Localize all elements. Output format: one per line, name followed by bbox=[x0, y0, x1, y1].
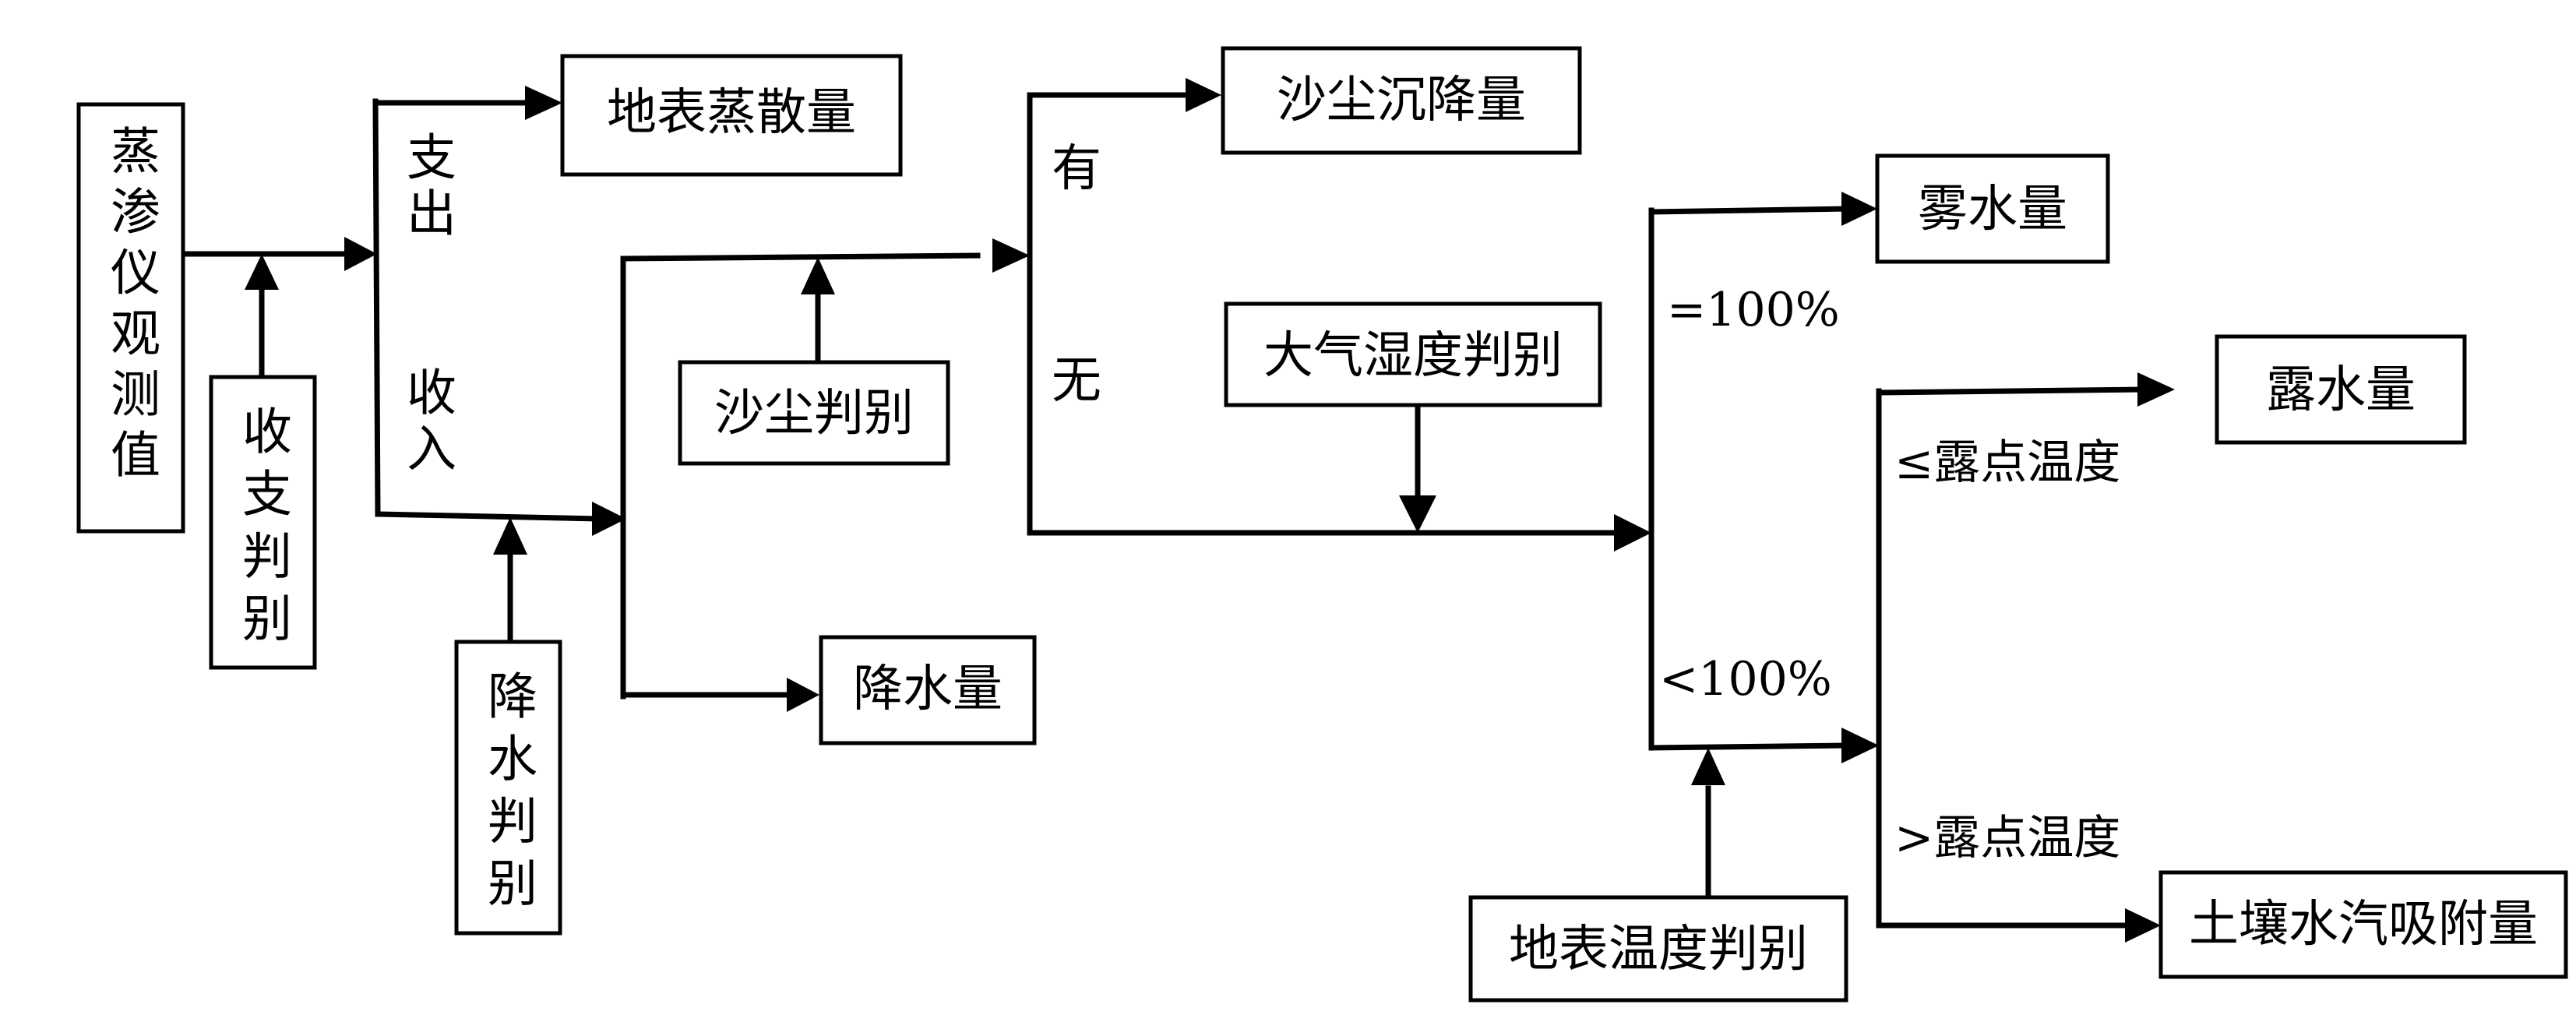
line-lt100-out bbox=[1648, 742, 1848, 751]
arrowhead-split-in bbox=[344, 237, 377, 271]
arrowhead-precip-judgment bbox=[493, 517, 527, 555]
arrowhead-precipitation bbox=[787, 678, 819, 712]
box-dust-judgment-text: 沙尘判别 bbox=[714, 385, 914, 442]
arrowhead-dew bbox=[2137, 372, 2175, 407]
line-to-dew bbox=[1876, 386, 2145, 396]
label-lt100: <100% bbox=[1659, 652, 1832, 707]
label-gt-dew: >露点温度 bbox=[1894, 811, 2120, 865]
box-soil-vapor: 土壤水汽吸附量 bbox=[2158, 870, 2568, 979]
line-split-vertical bbox=[372, 98, 381, 517]
box-evaporation: 地表蒸散量 bbox=[560, 54, 903, 177]
box-dust-deposition-text: 沙尘沉降量 bbox=[1277, 72, 1526, 129]
box-humidity-judgment: 大气湿度判别 bbox=[1224, 301, 1602, 407]
arrowhead-humidity-judgment bbox=[1399, 495, 1436, 533]
label-income: 收入 bbox=[398, 366, 456, 478]
box-fog-text: 雾水量 bbox=[1918, 181, 2067, 238]
arrowhead-soil-vapor bbox=[2125, 908, 2161, 943]
box-dew-text: 露水量 bbox=[2266, 361, 2416, 419]
box-surface-temp-judgment: 地表温度判别 bbox=[1468, 895, 1848, 1003]
arrowhead-fog bbox=[1841, 192, 1877, 226]
box-precipitation: 降水量 bbox=[819, 635, 1037, 745]
arrowheads bbox=[245, 78, 2175, 943]
label-none: 无 bbox=[1052, 352, 1101, 410]
box-income-expense-judgment: 收支判别 bbox=[209, 375, 317, 670]
arrowhead-evaporation bbox=[525, 86, 562, 120]
box-dust-judgment: 沙尘判别 bbox=[678, 360, 950, 466]
arrowhead-income-judgment bbox=[245, 254, 279, 290]
box-dew: 露水量 bbox=[2215, 334, 2467, 445]
box-precipitation-text: 降水量 bbox=[853, 661, 1003, 718]
box-humidity-judgment-text: 大气湿度判别 bbox=[1263, 327, 1563, 385]
box-surface-temp-judgment-text: 地表温度判别 bbox=[1509, 921, 1808, 978]
line-income-out bbox=[375, 511, 603, 522]
box-income-expense-judgment-text: 收支判别 bbox=[234, 405, 291, 654]
label-le-dew: ≤露点温度 bbox=[1894, 435, 2120, 490]
box-precip-judgment: 降水判别 bbox=[454, 640, 562, 936]
box-lysimeter-text: 蒸渗仪观测值 bbox=[102, 125, 160, 489]
arrowhead-dust-judgment bbox=[801, 257, 835, 294]
label-expense: 支出 bbox=[398, 131, 456, 243]
arrowhead-dust-deposition bbox=[1186, 78, 1221, 112]
line-to-dust-node bbox=[620, 252, 981, 262]
arrowhead-dust-node bbox=[992, 238, 1030, 273]
arrowhead-humidity-node bbox=[1614, 514, 1651, 552]
box-dust-deposition: 沙尘沉降量 bbox=[1221, 46, 1582, 155]
line-to-fog bbox=[1648, 206, 1849, 215]
connectors bbox=[181, 92, 2145, 929]
box-evaporation-text: 地表蒸散量 bbox=[607, 84, 856, 142]
label-has: 有 bbox=[1052, 140, 1101, 198]
arrowhead-precip-node bbox=[592, 502, 626, 536]
box-lysimeter: 蒸渗仪观测值 bbox=[76, 102, 185, 534]
box-fog: 雾水量 bbox=[1875, 153, 2110, 264]
box-precip-judgment-text: 降水判别 bbox=[479, 670, 537, 919]
box-soil-vapor-text: 土壤水汽吸附量 bbox=[2189, 896, 2538, 953]
arrowhead-temp-node bbox=[1841, 728, 1879, 763]
label-eq100: =100% bbox=[1667, 283, 1840, 337]
arrowhead-temp-judgment bbox=[1691, 748, 1725, 785]
